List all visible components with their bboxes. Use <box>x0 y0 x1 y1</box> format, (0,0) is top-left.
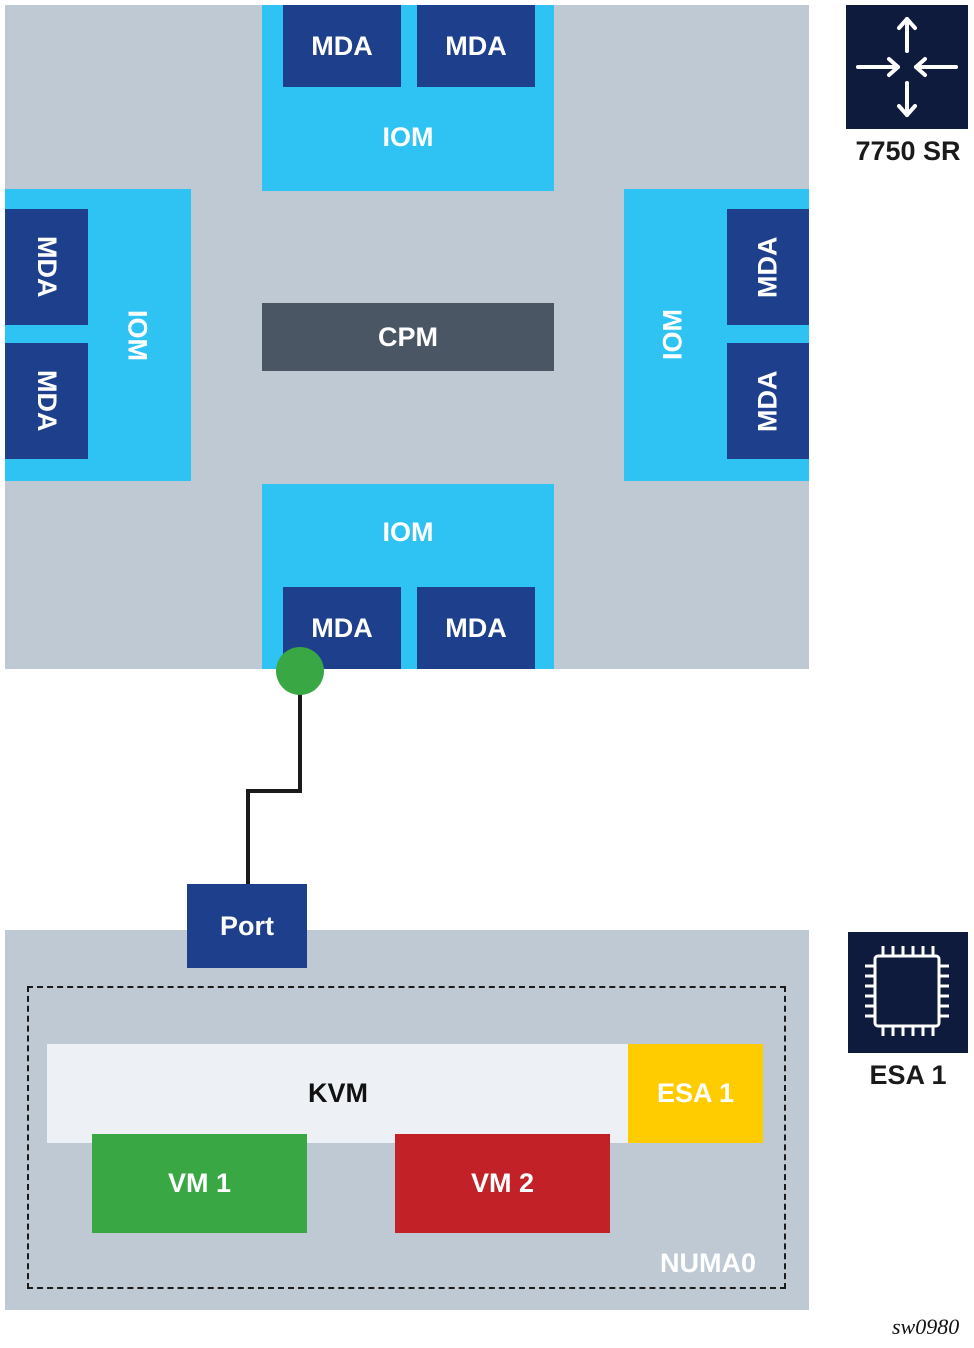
figure-reference: sw0980 <box>892 1314 960 1339</box>
mda-left-1: MDA <box>5 209 88 325</box>
numa0-region <box>27 986 786 1289</box>
port-box: Port <box>187 884 307 968</box>
router-icon <box>846 5 968 129</box>
kvm-layer: KVM <box>47 1044 629 1143</box>
iom-top-label: IOM <box>382 121 434 152</box>
iom-bottom-label: IOM <box>382 516 434 547</box>
chip-icon <box>848 932 968 1053</box>
mda-top-2: MDA <box>417 5 535 87</box>
port-connector-dot <box>276 647 324 695</box>
cpm-card: CPM <box>262 303 554 371</box>
mda-top-1: MDA <box>283 5 401 87</box>
vm1-block: VM 1 <box>92 1134 307 1233</box>
esa-block: ESA 1 <box>628 1044 763 1143</box>
mda-left-2: MDA <box>5 343 88 459</box>
router-icon-label: 7750 SR <box>855 136 961 166</box>
mda-bottom-2: MDA <box>417 587 535 669</box>
numa0-label: NUMA0 <box>660 1248 757 1278</box>
chip-icon-label: ESA 1 <box>869 1060 947 1090</box>
iom-left-label: IOM <box>122 309 153 361</box>
vm2-block: VM 2 <box>395 1134 610 1233</box>
